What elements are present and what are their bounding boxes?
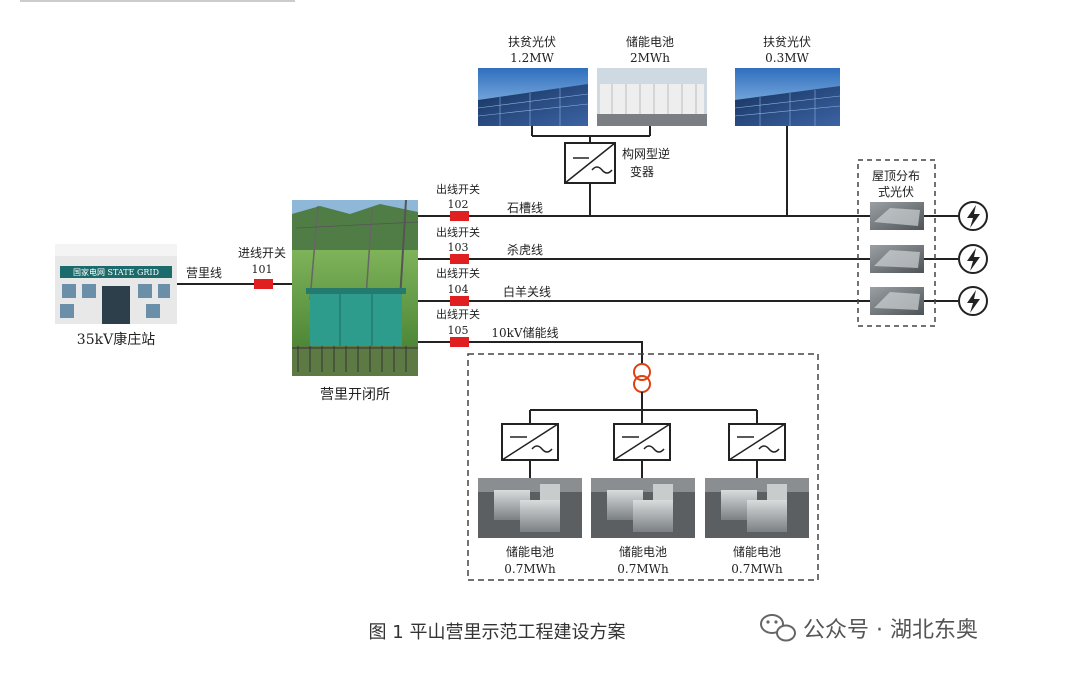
transformer-icon: [633, 363, 651, 393]
incoming-switch-label: 进线开关: [238, 246, 286, 260]
top-collector-lines: [531, 126, 788, 216]
figure-caption: 图 1 平山营里示范工程建设方案: [369, 622, 626, 643]
storage-unit-2-capacity: 0.7MWh: [617, 562, 669, 576]
pv-photo-top-left: [477, 68, 589, 126]
inverter-label-1: 构网型逆: [622, 146, 670, 161]
storage-photo-top: [597, 68, 707, 126]
feeder-104-switch-label: 出线开关: [436, 266, 480, 280]
substation-name: 35kV康庄站: [77, 331, 155, 348]
incoming-switch-no: 101: [252, 263, 273, 276]
feeder-line-105: [418, 341, 643, 364]
feeder-104-switch-no: 104: [448, 283, 469, 296]
storage-unit-1-name: 储能电池: [506, 544, 554, 559]
storage-top-capacity: 2MWh: [630, 51, 670, 65]
feeder-105-switch-label: 出线开关: [436, 307, 480, 321]
inverter-icon: [613, 423, 671, 461]
lightning-load-icon: [958, 286, 988, 316]
battery-container-icon: [591, 478, 695, 538]
feeder-104-line-name: 白羊关线: [503, 284, 551, 299]
inverter-label-2: 变器: [630, 164, 654, 179]
switch-101: [254, 279, 273, 289]
pv-top-left-capacity: 1.2MW: [510, 51, 554, 65]
incoming-line-name: 营里线: [186, 266, 222, 280]
wechat-icon: [760, 614, 796, 642]
feeder-105-switch-no: 105: [448, 324, 469, 337]
substation-photo: [55, 244, 177, 324]
storage-unit-3-name: 储能电池: [733, 544, 781, 559]
feeder-102-switch-label: 出线开关: [436, 182, 480, 196]
pv-top-right-capacity: 0.3MW: [765, 51, 809, 65]
inverter-icon: [501, 423, 559, 461]
feeder-102-switch-no: 102: [448, 198, 469, 211]
rooftop-pv-label-1: 屋顶分布: [872, 169, 920, 183]
switch-104: [450, 296, 469, 306]
feeder-103-switch-no: 103: [448, 241, 469, 254]
inverter-icon: [564, 142, 616, 184]
substation-sign: 国家电网 STATE GRID: [73, 267, 159, 277]
pv-photo-top-right: [734, 68, 841, 126]
feeder-103-line-name-visible: 杀虎线: [507, 242, 543, 257]
rooftop-pv-photo-2: [870, 245, 924, 273]
storage-unit-2-name: 储能电池: [619, 544, 667, 559]
rooftop-pv-box: [857, 159, 936, 327]
lightning-load-icon: [958, 244, 988, 274]
feeder-102-line-name: 石槽线: [507, 201, 543, 215]
inverter-icon: [728, 423, 786, 461]
switching-station-photo: [292, 199, 419, 376]
storage-bus-lines: [529, 392, 758, 478]
switch-103: [450, 254, 469, 264]
switch-105: [450, 337, 469, 347]
battery-container-icon: [478, 478, 582, 538]
switch-102: [450, 211, 469, 221]
rooftop-pv-photo-1: [870, 202, 924, 230]
pv-top-right-name: 扶贫光伏: [763, 34, 811, 49]
battery-container-icon: [705, 478, 809, 538]
rooftop-pv-photo-3: [870, 287, 924, 315]
storage-unit-1-capacity: 0.7MWh: [504, 562, 556, 576]
feeder-103-switch-label: 出线开关: [436, 225, 480, 239]
rooftop-pv-label-2: 式光伏: [878, 185, 914, 199]
storage-unit-3-capacity: 0.7MWh: [731, 562, 783, 576]
watermark-text: 公众号 · 湖北东奥: [803, 618, 978, 643]
storage-block-box: [467, 353, 819, 581]
switching-station-name: 营里开闭所: [320, 387, 390, 403]
feeder-105-line-name: 10kV储能线: [491, 325, 558, 340]
storage-top-name: 储能电池: [626, 34, 674, 49]
lightning-load-icon: [958, 201, 988, 231]
pv-top-left-name: 扶贫光伏: [508, 34, 556, 49]
